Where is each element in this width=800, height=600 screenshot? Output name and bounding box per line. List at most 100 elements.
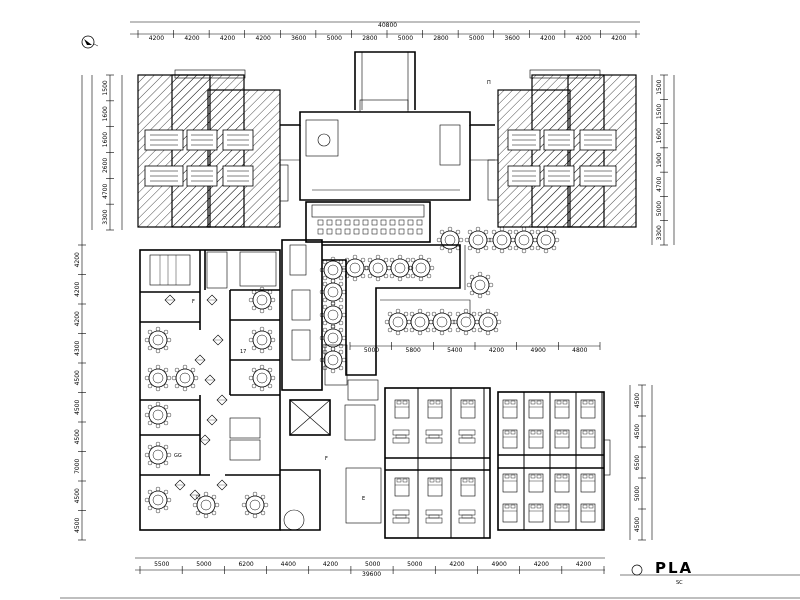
dining-chair [398, 228, 405, 235]
dining-chair [389, 219, 396, 226]
room-label-e: E [362, 496, 365, 502]
dining-chair [398, 219, 405, 226]
round-table [428, 308, 456, 336]
middle-dimension-label: 5400 [447, 347, 462, 354]
round-table [319, 301, 347, 329]
dining-hall [305, 201, 431, 243]
private-round-table [144, 441, 172, 469]
guest-sofa [458, 429, 476, 444]
decor-diamond [199, 434, 211, 446]
right-dimension-label: 1900 [656, 152, 663, 167]
guest-bed [554, 399, 570, 419]
guest-bed [554, 473, 570, 493]
round-table [319, 346, 347, 374]
dining-chair [389, 228, 396, 235]
decor-diamond [194, 354, 206, 366]
svg-text:П: П [487, 80, 491, 86]
private-round-table [192, 491, 220, 519]
bottom-dimension-label: 5000 [196, 561, 211, 568]
right-lower-dimension-label: 5000 [634, 486, 641, 501]
left-upper-dimension-label: 1500 [102, 80, 109, 95]
guest-bed [502, 399, 518, 419]
top-dimension-label: 4200 [256, 35, 271, 42]
plan-title: PLA [655, 559, 693, 577]
room-label-gg: GG [174, 453, 182, 459]
left-upper-dimension-label: 3300 [102, 209, 109, 224]
middle-dimension-label: 4900 [531, 347, 546, 354]
room-label-f2: F [325, 456, 328, 462]
dining-chair [371, 228, 378, 235]
left-dimension-label: 4200 [74, 311, 81, 326]
guest-sofa [425, 509, 443, 524]
dining-chair [371, 219, 378, 226]
middle-dimension-label: 4800 [572, 347, 587, 354]
private-round-table [144, 326, 172, 354]
middle-dimension-label: 4200 [489, 347, 504, 354]
decor-diamond [206, 414, 218, 426]
plan-subtitle: SC [676, 580, 683, 586]
top-dimension-label: 4200 [220, 35, 235, 42]
top-dimension-label: 4200 [184, 35, 199, 42]
left-upper-dimension-label: 4700 [102, 183, 109, 198]
right-lower-dimension-label: 4500 [634, 517, 641, 532]
guest-sofa [425, 429, 443, 444]
guest-bed [460, 477, 476, 497]
left-dimension-label: 4500 [74, 399, 81, 414]
bottom-dimension-label: 5500 [154, 561, 169, 568]
top-dimension-label: 4200 [149, 35, 164, 42]
private-round-table [241, 491, 269, 519]
left-upper-dimension-label: 1600 [102, 106, 109, 121]
middle-dimension-label: 5000 [364, 347, 379, 354]
guest-bed [460, 399, 476, 419]
top-dimension-label: 5000 [398, 35, 413, 42]
top-dimension-label: 2800 [362, 35, 377, 42]
dining-chair [362, 228, 369, 235]
decor-diamond [216, 394, 228, 406]
decor-diamond [174, 479, 186, 491]
decor-diamond [206, 294, 218, 306]
guest-sofa [458, 509, 476, 524]
room-label-f: F [192, 299, 195, 305]
round-table [464, 226, 492, 254]
top-dimension-label: 2800 [433, 35, 448, 42]
dining-chair [353, 219, 360, 226]
left-dimension-label: 7000 [74, 458, 81, 473]
room-label-17: 17 [240, 349, 246, 355]
terrace-outline [322, 244, 471, 376]
dining-chair [407, 219, 414, 226]
right-lower-dimension-label: 4500 [634, 393, 641, 408]
decor-diamond [204, 374, 216, 386]
top-dimension-label: 5000 [469, 35, 484, 42]
bottom-dimension-label: 4200 [323, 561, 338, 568]
decor-diamond [164, 294, 176, 306]
dining-chair [407, 228, 414, 235]
dining-chair [317, 228, 324, 235]
right-dimension-label: 5000 [656, 201, 663, 216]
guest-bed [580, 473, 596, 493]
dining-chair [335, 219, 342, 226]
guest-bed [528, 473, 544, 493]
right-dimension-label: 4700 [656, 176, 663, 191]
right-lower-dimension-label: 6500 [634, 455, 641, 470]
round-table [386, 254, 414, 282]
guest-bed [528, 429, 544, 449]
left-dimension-label: 4200 [74, 252, 81, 267]
guest-bed [528, 399, 544, 419]
bottom-dimension-label: 4400 [281, 561, 296, 568]
decor-diamond [212, 334, 224, 346]
guest-bed [394, 399, 410, 419]
guest-bed [394, 477, 410, 497]
guest-bed [427, 399, 443, 419]
left-dimension-label: 4300 [74, 340, 81, 355]
left-dimension-label: 4500 [74, 429, 81, 444]
round-table [407, 254, 435, 282]
guest-bed [502, 503, 518, 523]
right-lower-dimension-label: 4500 [634, 424, 641, 439]
round-table [474, 308, 502, 336]
round-table [319, 278, 347, 306]
dining-chair [380, 228, 387, 235]
